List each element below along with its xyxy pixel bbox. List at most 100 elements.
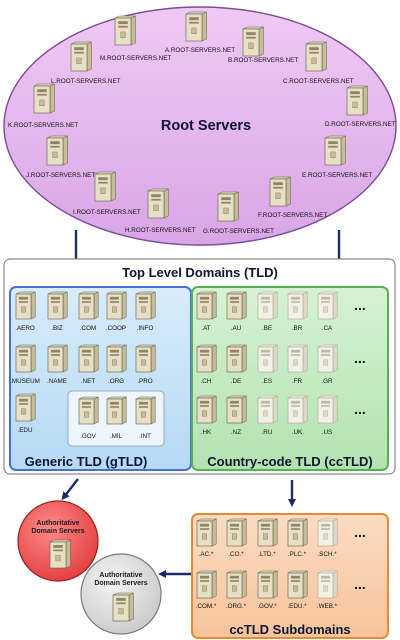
root-server-l-label: L.ROOT-SERVERS.NET	[51, 78, 121, 85]
gtld-label-name: .NAME	[47, 378, 67, 385]
cctld-server-us-icon	[317, 395, 338, 424]
cctld-label-fr: .FR	[292, 378, 303, 385]
subdomain-server-org-icon	[226, 570, 247, 599]
cctld-more-row-2: ...	[354, 350, 366, 366]
root-server-a-icon	[185, 11, 207, 42]
root-server-g-label: G.ROOT-SERVERS.NET	[203, 228, 274, 235]
gtld-server-name-icon	[47, 344, 68, 373]
subdomains-title: ccTLD Subdomains	[229, 622, 350, 637]
cctld-server-uk-icon	[287, 395, 308, 424]
gtld-label-gov: .GOV	[80, 433, 97, 440]
gtld-label-int: .INT	[139, 433, 151, 440]
subdomain-server-co-icon	[226, 518, 247, 547]
gtld-server-aero-icon	[15, 291, 36, 320]
cctld-label-uk: .UK	[292, 429, 303, 436]
cctld-more-row-1: ...	[354, 297, 366, 313]
cctld-label-be: .BE	[262, 325, 272, 332]
gtld-server-mil-icon	[106, 396, 127, 425]
root-server-e-icon	[324, 135, 346, 166]
root-servers-cluster: Root Servers A.ROOT-SERVERS.NETB.ROOT-SE…	[3, 6, 397, 246]
root-server-f-icon	[269, 176, 291, 207]
root-server-b-icon	[242, 26, 264, 57]
cctld-label-ch: .CH	[201, 378, 212, 385]
authoritative-red-server-icon	[49, 539, 71, 569]
cctld-more-row-3: ...	[354, 401, 366, 417]
authoritative-red-line1: Authoritative	[36, 520, 79, 527]
subdomain-server-edu-icon	[287, 570, 308, 599]
root-server-i-label: I.ROOT-SERVERS.NET	[73, 209, 141, 216]
subdomain-label-ac: .AC.*	[199, 551, 214, 558]
subdomain-server-sch-icon	[317, 518, 338, 547]
cctld-server-nz-icon	[226, 395, 247, 424]
gtld-server-org-icon	[106, 344, 127, 373]
gtld-server-museum-icon	[15, 344, 36, 373]
authoritative-servers-red: Authoritative Domain Servers	[17, 500, 99, 582]
authoritative-servers-gray: Authoritative Domain Servers	[80, 553, 162, 635]
cctld-server-ru-icon	[257, 395, 278, 424]
root-server-m-icon	[114, 15, 136, 46]
subdomain-more-row-1: ...	[354, 524, 366, 540]
lower-arrows	[61, 478, 296, 578]
cctld-server-fr-icon	[287, 344, 308, 373]
subdomain-label-com: .COM.*	[196, 603, 217, 610]
authoritative-gray-line1: Authoritative	[99, 572, 142, 579]
subdomain-server-com-icon	[196, 570, 217, 599]
cctld-server-br-icon	[287, 291, 308, 320]
subdomain-label-plc: .PLC.*	[288, 551, 307, 558]
subdomain-label-web: .WEB.*	[317, 603, 338, 610]
root-server-b-label: B.ROOT-SERVERS.NET	[228, 57, 298, 64]
subdomain-more-row-2: ...	[354, 576, 366, 592]
authoritative-red-line2: Domain Servers	[31, 528, 84, 535]
gtld-label-pro: .PRO	[137, 378, 152, 385]
cctld-server-au-icon	[226, 291, 247, 320]
gtld-server-coop-icon	[106, 291, 127, 320]
gtld-label-aero: .AERO	[15, 325, 35, 332]
gtld-server-net-icon	[78, 344, 99, 373]
cctld-server-at-icon	[196, 291, 217, 320]
cctld-label-ru: .RU	[262, 429, 273, 436]
root-server-d-label: D.ROOT-SERVERS.NET	[325, 121, 396, 128]
subdomain-label-ltd: .LTD.*	[258, 551, 276, 558]
authoritative-gray-server-icon	[112, 592, 134, 622]
root-server-j-label: J.ROOT-SERVERS.NET	[26, 172, 95, 179]
subdomain-server-web-icon	[317, 570, 338, 599]
gtld-server-list: .AERO.BIZ.COM.COOP.INFO.MUSEUM.NAME.NET.…	[10, 291, 156, 440]
gtld-server-biz-icon	[47, 291, 68, 320]
gtld-server-pro-icon	[135, 344, 156, 373]
cctld-server-list: .AT.AU.BE.BR.CA....CH.DE.ES.FR.GR....HK.…	[196, 291, 366, 436]
subdomain-server-ltd-icon	[257, 518, 278, 547]
root-server-list: A.ROOT-SERVERS.NETB.ROOT-SERVERS.NETC.RO…	[8, 11, 396, 235]
subdomain-label-org: .ORG.*	[226, 603, 247, 610]
root-server-c-icon	[305, 41, 327, 72]
gtld-label-com: .COM	[80, 325, 96, 332]
root-server-k-label: K.ROOT-SERVERS.NET	[8, 122, 78, 129]
gtld-server-com-icon	[78, 291, 99, 320]
root-server-h-label: H.ROOT-SERVERS.NET	[125, 227, 196, 234]
root-server-h-icon	[147, 188, 169, 219]
cctld-server-ch-icon	[196, 344, 217, 373]
subdomain-label-gov: .GOV.*	[257, 603, 277, 610]
root-server-m-label: M.ROOT-SERVERS.NET	[100, 55, 171, 62]
root-server-k-icon	[33, 83, 55, 114]
subdomain-server-ac-icon	[196, 518, 217, 547]
gtld-server-int-icon	[135, 396, 156, 425]
cctld-label-es: .ES	[262, 378, 272, 385]
subdomain-label-sch: .SCH.*	[317, 551, 337, 558]
cctld-label-de: .DE	[231, 378, 242, 385]
arrow-gtld-to-authoritative	[61, 478, 79, 501]
gtld-label-coop: .COOP	[106, 325, 126, 332]
subdomains-group: ccTLD Subdomains .AC.*.CO.*.LTD.*.PLC.*.…	[191, 513, 389, 639]
tld-title: Top Level Domains (TLD)	[122, 265, 278, 280]
root-server-i-icon	[94, 171, 116, 202]
gtld-label-net: .NET	[81, 378, 95, 385]
cctld-label-us: .US	[322, 429, 333, 436]
subdomain-label-edu: .EDU.*	[287, 603, 307, 610]
subdomain-server-gov-icon	[257, 570, 278, 599]
gtld-group: Generic TLD (gTLD) .AERO.BIZ.COM.COOP.IN…	[9, 286, 192, 471]
authoritative-red-server-icon	[49, 539, 71, 569]
gtld-label-museum: .MUSEUM	[10, 378, 40, 385]
cctld-label-au: .AU	[231, 325, 242, 332]
root-server-f-label: F.ROOT-SERVERS.NET	[258, 212, 327, 219]
cctld-label-gr: .GR	[321, 378, 333, 385]
